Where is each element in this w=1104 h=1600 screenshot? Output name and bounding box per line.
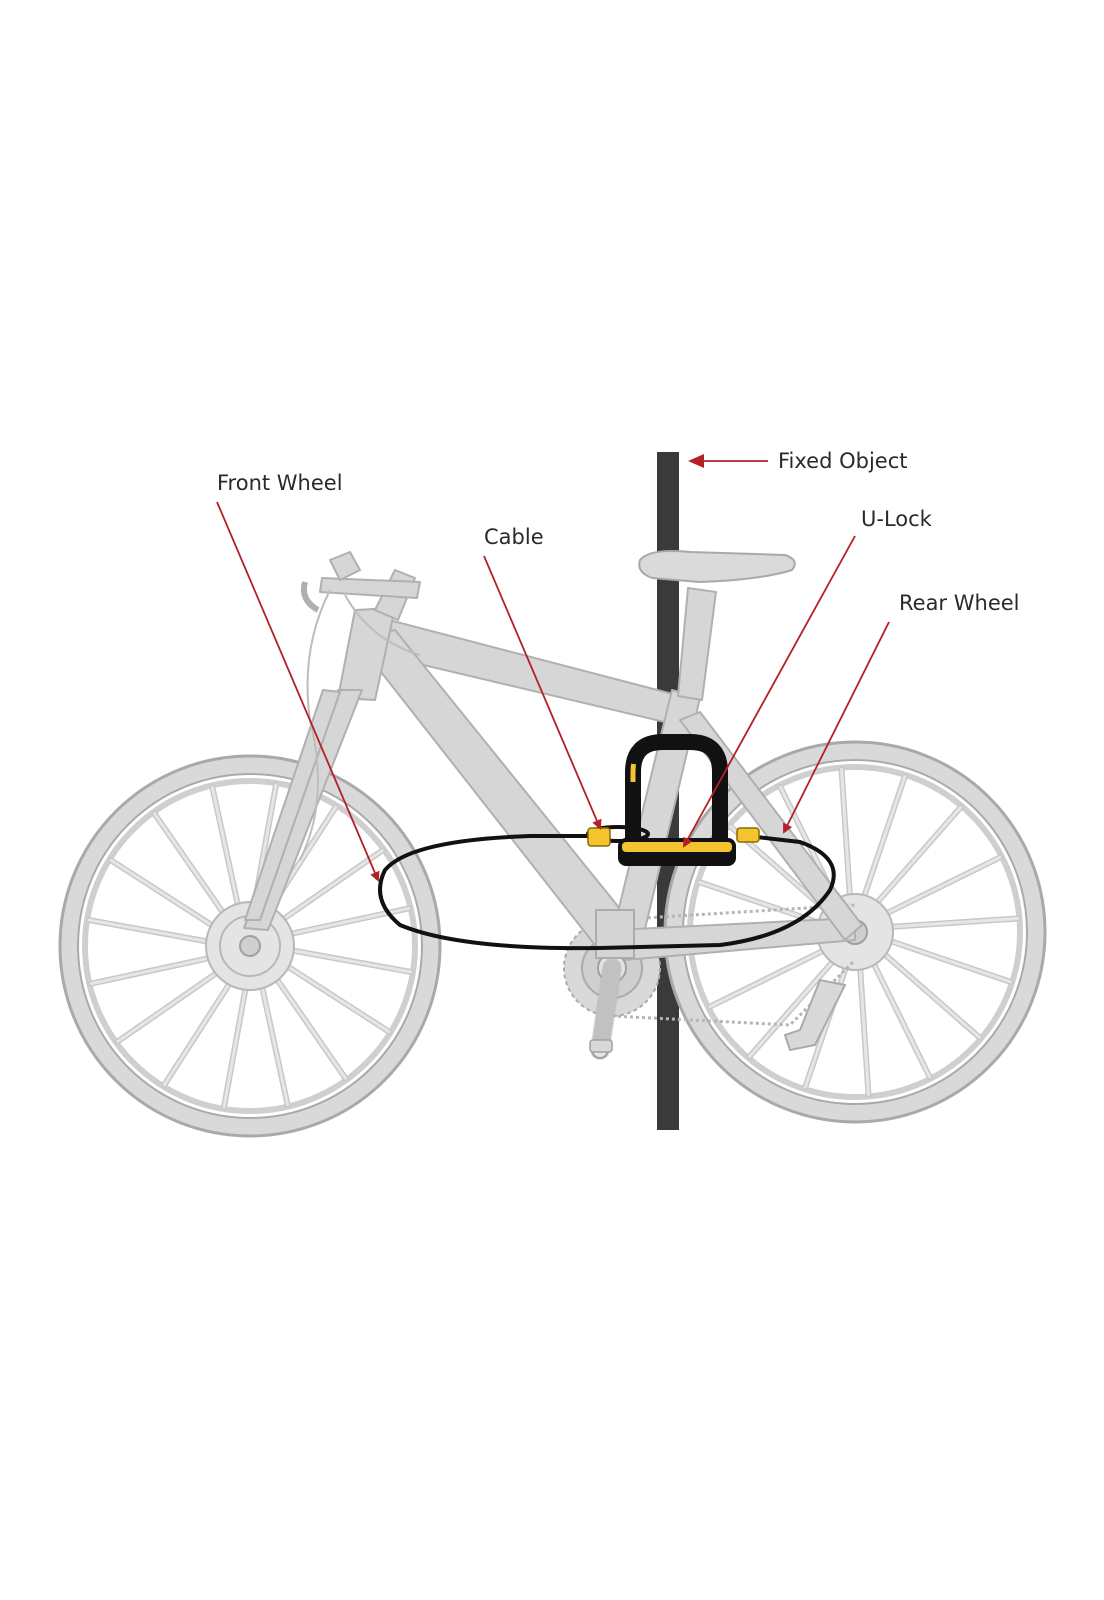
bike-frame <box>243 551 863 961</box>
wheel-spoke <box>862 775 907 899</box>
label-rear-wheel: Rear Wheel <box>899 591 1020 615</box>
wheel-spoke <box>748 959 835 1058</box>
wheel-spoke <box>698 880 822 925</box>
wheel-spoke <box>87 918 212 944</box>
wheel-spoke <box>279 849 384 923</box>
wheel-spoke <box>286 906 411 936</box>
wheel-spoke <box>153 812 227 917</box>
wheel-spoke <box>708 948 826 1009</box>
pointer-front-wheel <box>216 501 380 882</box>
wheel-spoke <box>858 966 870 1096</box>
saddle <box>638 550 796 584</box>
wheel-spoke <box>871 961 932 1079</box>
wheel-spoke <box>210 785 240 910</box>
label-fixed-object: Fixed Object <box>778 449 908 473</box>
wheel-spoke <box>162 979 233 1087</box>
label-front-wheel: Front Wheel <box>217 471 343 495</box>
label-cable: Cable <box>484 525 544 549</box>
wheel-spoke <box>884 855 1002 916</box>
wheel-spoke <box>89 956 214 986</box>
wheel-spoke <box>875 806 962 905</box>
wheel-spoke <box>260 982 290 1107</box>
drivetrain <box>563 903 857 1060</box>
wheel-spoke <box>283 963 391 1034</box>
wheel-spoke <box>273 975 347 1080</box>
wheel-spoke <box>116 969 221 1043</box>
label-u-lock: U-Lock <box>861 507 933 531</box>
u-lock <box>587 734 760 866</box>
front-wheel <box>58 754 442 1138</box>
wheel-spoke <box>109 858 217 929</box>
wheel-spoke <box>840 768 852 898</box>
wheel-spoke <box>222 984 248 1109</box>
pointer-cable <box>483 555 602 830</box>
wheel-spoke <box>889 917 1019 929</box>
wheel-spoke <box>288 948 413 974</box>
wheel-spoke <box>882 952 981 1039</box>
wheel-spoke <box>888 939 1012 984</box>
pointer-rear-wheel <box>783 621 890 834</box>
pointer-u-lock <box>683 535 856 848</box>
